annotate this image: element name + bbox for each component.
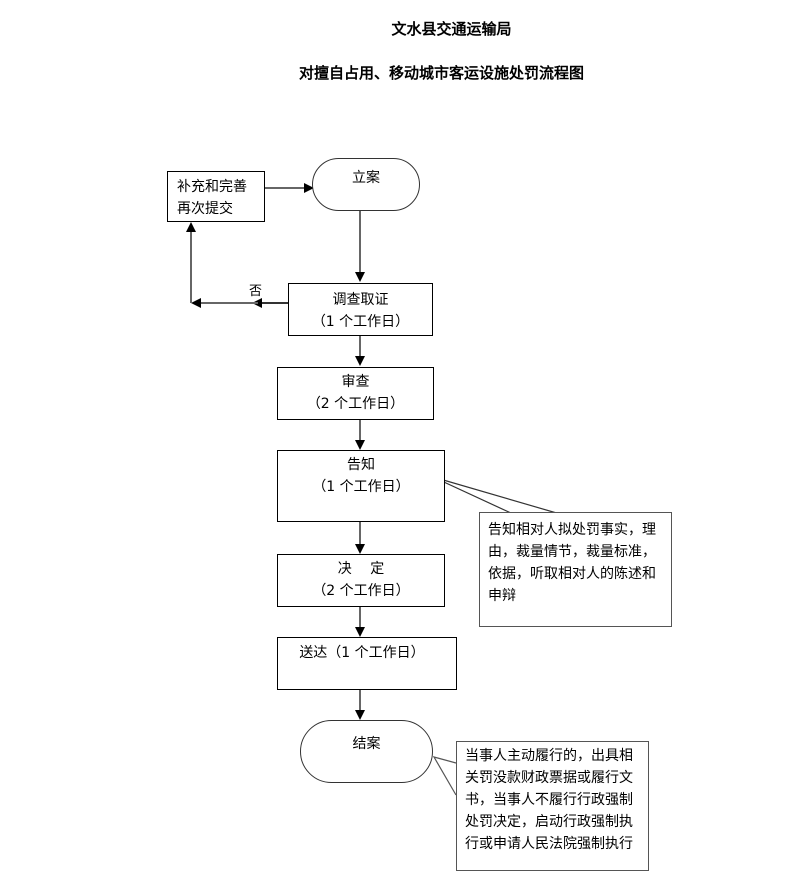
supplement-line1: 补充和完善 (177, 179, 247, 195)
end-note-pointer (432, 756, 457, 796)
review-label: 审查 (341, 374, 370, 390)
start-label: 立案 (352, 170, 380, 186)
review-duration: （2 个工作日） (306, 396, 405, 412)
notify-note-text: 告知相对人拟处罚事实，理由，裁量情节，裁量标准，依据，听取相对人的陈述和申辩 (488, 522, 656, 604)
no-label: 否 (249, 284, 263, 299)
end-node: 结案 (300, 720, 433, 783)
notify-duration: （1 个工作日） (312, 479, 410, 495)
end-label: 结案 (352, 736, 381, 752)
notify-node: 告知 （1 个工作日） (277, 450, 445, 522)
notify-note-pointer (432, 476, 561, 515)
supplement-line2: 再次提交 (177, 201, 233, 217)
decide-duration: （2 个工作日） (312, 583, 410, 599)
decide-node: 决 定 （2 个工作日） (277, 554, 445, 607)
deliver-label: 送达（1 个工作日） (299, 645, 425, 661)
org-title: 文水县交通运输局 (391, 20, 512, 38)
decide-label: 决 定 (337, 561, 385, 577)
review-node: 审查 （2 个工作日） (277, 367, 434, 420)
end-note: 当事人主动履行的，出具相关罚没款财政票据或履行文书，当事人不履行行政强制处罚决定… (456, 741, 649, 871)
investigate-duration: （1 个工作日） (311, 314, 410, 330)
end-note-text: 当事人主动履行的，出具相关罚没款财政票据或履行文书，当事人不履行行政强制处罚决定… (465, 748, 633, 852)
deliver-node: 送达（1 个工作日） (277, 637, 457, 690)
supplement-node: 补充和完善 再次提交 (167, 171, 265, 222)
flowchart-title: 对擅自占用、移动城市客运设施处罚流程图 (298, 64, 584, 82)
notify-label: 告知 (347, 457, 375, 473)
notify-note: 告知相对人拟处罚事实，理由，裁量情节，裁量标准，依据，听取相对人的陈述和申辩 (479, 512, 672, 627)
investigate-label: 调查取证 (332, 292, 389, 308)
start-node: 立案 (312, 158, 420, 211)
investigate-node: 调查取证 （1 个工作日） (288, 283, 433, 336)
